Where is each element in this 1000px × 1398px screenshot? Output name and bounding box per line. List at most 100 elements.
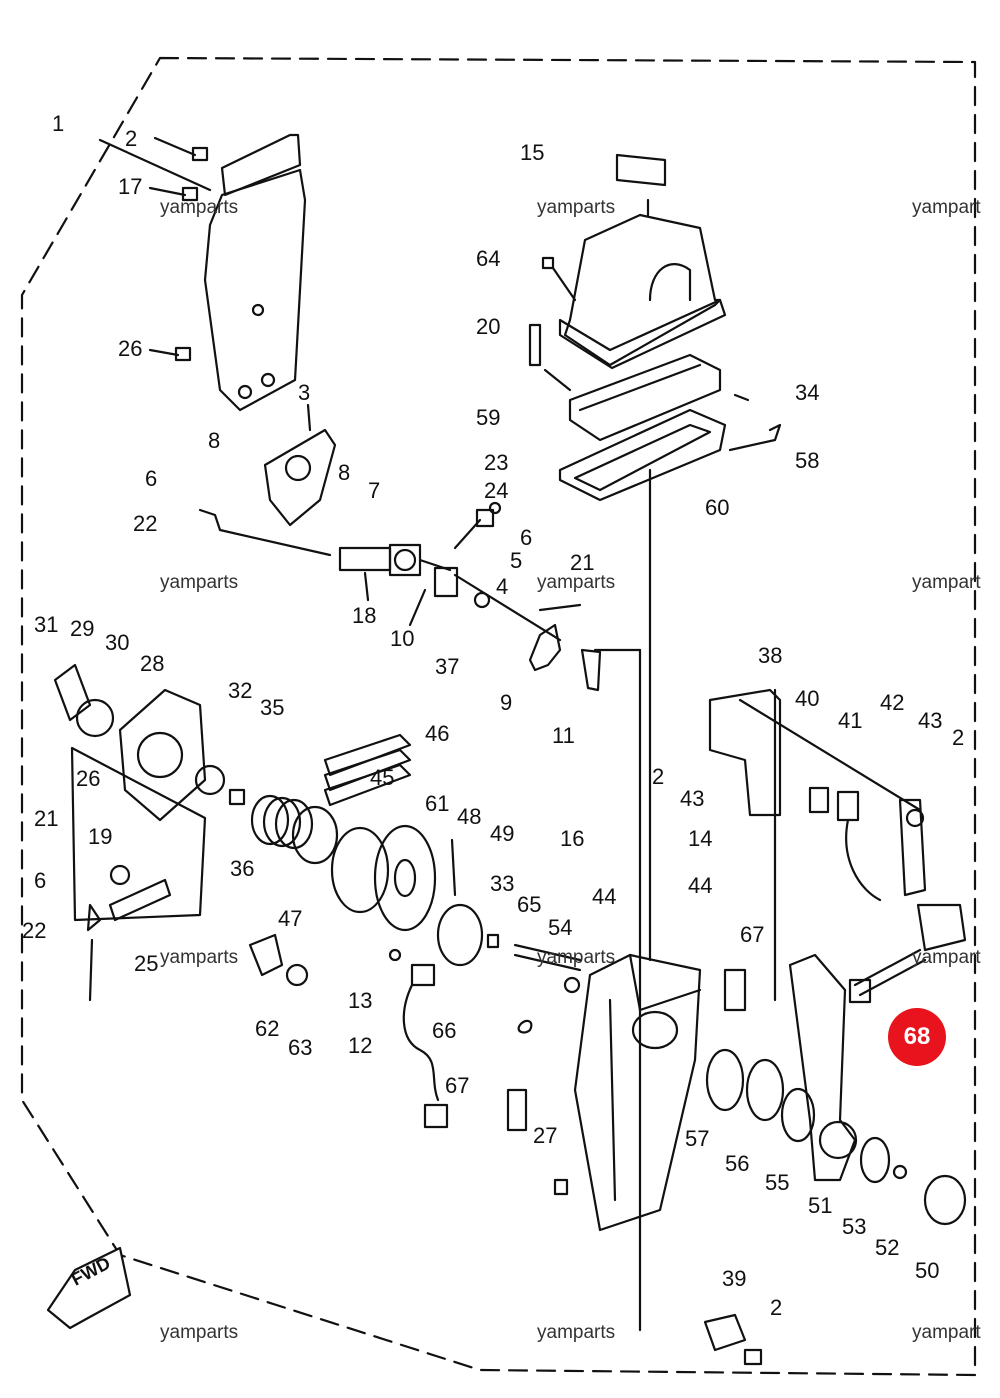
callout-21: 21	[570, 550, 595, 575]
highlighted-part-badge[interactable]: 68	[888, 1008, 946, 1066]
part-lever-9-11	[528, 623, 602, 692]
callout-15: 15	[520, 140, 545, 165]
callout-6-b: 6	[520, 525, 533, 550]
part-62-63	[248, 933, 309, 987]
callout-14: 14	[688, 826, 713, 851]
part-screws-top-left	[148, 136, 209, 362]
watermark: yampart	[912, 947, 981, 968]
callout-42: 42	[880, 690, 905, 715]
watermark: yamparts	[160, 197, 239, 218]
part-spring-35	[250, 794, 339, 865]
callout-40: 40	[795, 686, 820, 711]
callout-5: 5	[510, 548, 523, 573]
part-cover-housing	[541, 153, 727, 370]
callout-28: 28	[140, 651, 165, 676]
callout-44: 44	[592, 884, 617, 909]
part-pin-4-5-6	[453, 501, 502, 609]
callout-30: 30	[105, 630, 130, 655]
callout-41: 41	[838, 708, 863, 733]
watermark: yamparts	[537, 197, 616, 218]
callout-1: 1	[52, 111, 65, 136]
callout-33: 33	[490, 871, 515, 896]
part-frame-59-60	[528, 323, 782, 502]
callout-54: 54	[548, 915, 573, 940]
callout-27: 27	[533, 1123, 558, 1148]
assembly-boundary	[20, 56, 977, 1377]
callout-60: 60	[705, 495, 730, 520]
callout-19: 19	[88, 824, 113, 849]
watermark: yamparts	[160, 947, 239, 968]
callout-18: 18	[352, 603, 377, 628]
callout-16: 16	[560, 826, 585, 851]
callout-34: 34	[795, 380, 820, 405]
callout-21-b: 21	[34, 806, 59, 831]
callout-51: 51	[808, 1193, 833, 1218]
watermark: yamparts	[537, 1322, 616, 1343]
callout-6: 6	[145, 466, 158, 491]
watermark: yampart	[912, 197, 981, 218]
callout-37: 37	[435, 654, 460, 679]
part-bracket-39	[703, 1313, 763, 1366]
part-pin-65-54	[513, 943, 582, 994]
callout-26-b: 26	[76, 766, 101, 791]
callout-50: 50	[915, 1258, 940, 1283]
callout-65: 65	[517, 892, 542, 917]
part-bracket-38-switches	[708, 688, 927, 902]
callout-35: 35	[260, 695, 285, 720]
callout-7: 7	[368, 478, 381, 503]
watermark: yamparts	[537, 572, 616, 593]
callout-64: 64	[476, 246, 501, 271]
callout-6-c: 6	[34, 868, 47, 893]
callout-49: 49	[490, 821, 515, 846]
callout-17: 17	[118, 174, 143, 199]
callout-63: 63	[288, 1035, 313, 1060]
part-discs-47-61-49	[330, 824, 500, 967]
callout-32: 32	[228, 678, 253, 703]
watermark: yampart	[912, 1322, 981, 1343]
part-shaft-assembly	[198, 508, 562, 642]
callout-48: 48	[457, 804, 482, 829]
callout-45: 45	[370, 765, 395, 790]
callout-2: 2	[125, 126, 138, 151]
part-plate-1	[98, 133, 307, 412]
callout-43-b: 43	[680, 786, 705, 811]
callout-39: 39	[722, 1266, 747, 1291]
fwd-arrow	[46, 1246, 132, 1330]
callout-67-b: 67	[740, 922, 765, 947]
callout-38: 38	[758, 643, 783, 668]
callout-43: 43	[918, 708, 943, 733]
callout-13: 13	[348, 988, 373, 1013]
callout-29: 29	[70, 616, 95, 641]
callout-12: 12	[348, 1033, 373, 1058]
callout-56: 56	[725, 1151, 750, 1176]
callout-52: 52	[875, 1235, 900, 1260]
part-plates-46	[323, 733, 412, 807]
callout-55: 55	[765, 1170, 790, 1195]
part-main-housing	[506, 953, 747, 1232]
callout-9: 9	[500, 690, 513, 715]
callout-20: 20	[476, 314, 501, 339]
part-bracket-3	[263, 403, 337, 527]
callout-8: 8	[208, 428, 221, 453]
callout-62: 62	[255, 1016, 280, 1041]
callout-4: 4	[496, 574, 509, 599]
callout-2-c: 2	[652, 764, 665, 789]
callout-44-b: 44	[688, 873, 713, 898]
watermark: yampart	[912, 572, 981, 593]
callout-57: 57	[685, 1126, 710, 1151]
callout-47: 47	[278, 906, 303, 931]
callout-22: 22	[133, 511, 158, 536]
callout-66: 66	[432, 1018, 457, 1043]
watermark: yamparts	[537, 947, 616, 968]
callout-31: 31	[34, 612, 59, 637]
part-detent-assembly	[53, 663, 246, 1002]
callout-61: 61	[425, 791, 450, 816]
callout-10: 10	[390, 626, 415, 651]
callout-23: 23	[484, 450, 509, 475]
callout-2-b: 2	[952, 725, 965, 750]
part-washers	[705, 1048, 967, 1226]
callout-3: 3	[298, 380, 311, 405]
part-harness-12	[388, 948, 449, 1129]
callout-67: 67	[445, 1073, 470, 1098]
callout-58: 58	[795, 448, 820, 473]
